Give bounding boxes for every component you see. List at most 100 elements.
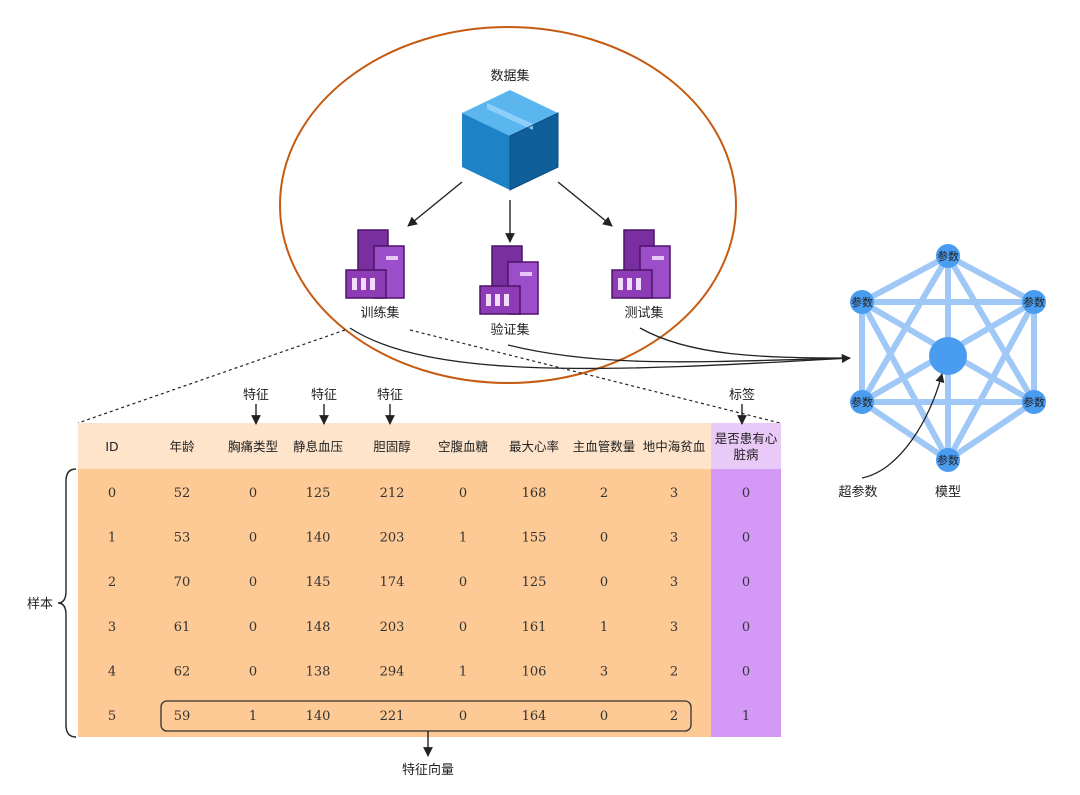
column-header: 空腹血糖: [438, 439, 489, 454]
feature-vector-box: [160, 700, 692, 732]
param-node-label: 参数: [851, 295, 873, 309]
table-cell: 1: [459, 531, 467, 546]
table-cell: 148: [306, 620, 331, 635]
model-label: 模型: [935, 485, 961, 500]
table-cell: 3: [670, 531, 678, 546]
table-cell: 1: [108, 531, 116, 546]
param-node: [1022, 390, 1046, 414]
table-cell: 221: [380, 709, 405, 724]
table-cell: 3: [670, 486, 678, 501]
table-cell: 0: [600, 575, 608, 590]
table-cell: 125: [522, 575, 547, 590]
table-cell: 0: [249, 486, 257, 501]
feature-marker-1: 特征: [243, 388, 269, 403]
feature-vector-label: 特征向量: [402, 762, 454, 778]
network-edge: [945, 399, 1037, 463]
column-header: 年龄: [169, 439, 195, 454]
validation-set-label: 验证集: [490, 322, 529, 338]
param-node: [936, 244, 960, 268]
label-marker: 标签: [729, 387, 755, 403]
test-set-label: 测试集: [624, 305, 663, 321]
train-set-icon: [345, 229, 405, 299]
table-cell: 168: [522, 486, 547, 501]
table-cell: 0: [108, 486, 116, 501]
table-cell: 294: [380, 664, 405, 679]
table-cell: 0: [249, 575, 257, 590]
table-cell: 0: [249, 531, 257, 546]
table-cell: 155: [522, 531, 547, 546]
table-cell: 0: [600, 531, 608, 546]
test-to-model-curve: [639, 327, 851, 359]
network-edge: [945, 299, 1037, 463]
label-header-bg: [711, 423, 781, 469]
column-header: 胆固醇: [373, 439, 411, 454]
param-node-label: 参数: [937, 249, 959, 263]
label-column-header: 脏病: [733, 447, 758, 462]
table-cell: 2: [108, 575, 116, 590]
table-header-bg: [78, 423, 711, 469]
table-cell: 203: [380, 620, 405, 635]
validation-set-icon: [479, 245, 539, 315]
table-cell: 0: [459, 620, 467, 635]
table-cell: 3: [670, 620, 678, 635]
table-cell: 0: [459, 575, 467, 590]
table-cell: 1: [249, 709, 257, 724]
zoom-line-right: [409, 329, 781, 424]
table-cell: 5: [108, 709, 116, 724]
column-header: 胸痛类型: [228, 439, 278, 454]
param-node-label: 参数: [1023, 395, 1045, 409]
samples-label: 样本: [27, 597, 53, 612]
param-node: [936, 448, 960, 472]
network-edge: [859, 399, 951, 463]
table-cell: 203: [380, 531, 405, 546]
param-node: [850, 290, 874, 314]
table-cell: 3: [600, 664, 608, 679]
param-node: [1022, 290, 1046, 314]
table-cell: 0: [249, 664, 257, 679]
table-cell: 3: [670, 575, 678, 590]
train-set-label: 训练集: [360, 305, 399, 321]
table-cell: 0: [459, 486, 467, 501]
val-to-model-curve: [507, 344, 851, 363]
table-cell: 174: [380, 575, 405, 590]
param-node-label: 参数: [937, 453, 959, 467]
table-cell: 140: [306, 531, 331, 546]
column-header: 静息血压: [293, 439, 343, 454]
network-edge: [859, 299, 951, 463]
table-cell: 125: [306, 486, 331, 501]
label-cell: 0: [742, 575, 750, 590]
table-cell: 0: [600, 709, 608, 724]
train-to-model-curve: [349, 327, 851, 370]
arrow-to-train: [407, 181, 463, 227]
dataset-ellipse: [279, 26, 737, 384]
param-node-label: 参数: [851, 395, 873, 409]
table-cell: 61: [174, 620, 191, 635]
table-cell: 2: [670, 664, 678, 679]
feature-marker-3: 特征: [377, 388, 403, 403]
column-header: ID: [105, 439, 118, 454]
table-cell: 1: [600, 620, 608, 635]
table-cell: 53: [174, 531, 191, 546]
model-network: 参数参数参数参数参数参数: [850, 244, 1046, 472]
table-cell: 3: [108, 620, 116, 635]
test-set-icon: [611, 229, 671, 299]
label-cell: 0: [742, 531, 750, 546]
label-cell: 1: [742, 709, 750, 724]
table-cell: 0: [459, 709, 467, 724]
param-node-label: 参数: [1023, 295, 1045, 309]
dataset-title: 数据集: [490, 68, 529, 84]
table-cell: 138: [306, 664, 331, 679]
table-body-bg: [78, 469, 711, 737]
table-cell: 106: [522, 664, 547, 679]
table-cell: 62: [174, 664, 191, 679]
label-body-bg: [711, 469, 781, 737]
table-cell: 164: [522, 709, 547, 724]
table-cell: 59: [174, 709, 191, 724]
feature-marker-2: 特征: [311, 388, 337, 403]
table-cell: 140: [306, 709, 331, 724]
table-cell: 4: [108, 664, 116, 679]
hyperparam-label: 超参数: [838, 484, 877, 500]
table-cell: 161: [522, 620, 547, 635]
label-column-header: 是否患有心: [715, 431, 778, 446]
